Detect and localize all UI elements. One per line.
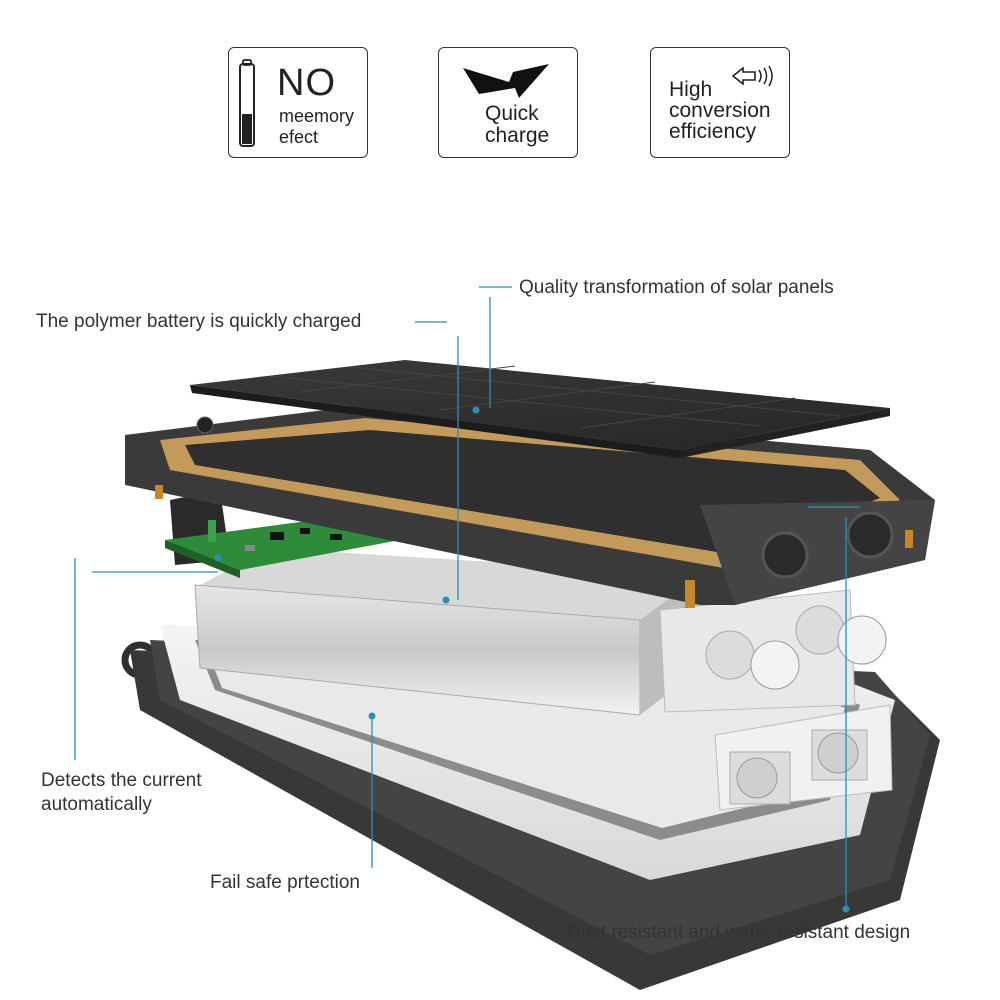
battery-icon: [239, 59, 255, 147]
feature-line: efficiency: [669, 120, 757, 143]
callout-fail-safe: Fail safe prtection: [210, 872, 360, 893]
callout-dust-water-resistant: Dust resistant and water resistant desig…: [567, 922, 911, 943]
port-plugs: [659, 589, 887, 713]
circuit-board: [165, 490, 400, 578]
feature-line: conversion: [669, 99, 771, 122]
callout-line: automatically: [41, 794, 152, 815]
callout-solar-panels: Quality transformation of solar panels: [519, 277, 834, 298]
feature-quick-charge: Quick charge: [438, 47, 578, 158]
feature-line: charge: [485, 124, 550, 147]
feature-high-efficiency: High conversion efficiency: [650, 47, 790, 158]
solar-panel: [190, 360, 890, 458]
lightning-icon: [463, 64, 549, 98]
feature-line: meemory: [279, 106, 355, 126]
feature-title: NO: [277, 62, 336, 104]
middle-frame: [125, 405, 935, 608]
callout-line: Detects the current: [41, 770, 202, 791]
feature-line: High: [669, 78, 713, 101]
speaker-arrow-icon: [731, 65, 773, 87]
callout-detects-current: Detects the current automatically: [41, 769, 202, 817]
bottom-case: [121, 625, 940, 990]
feature-line: efect: [279, 127, 319, 147]
callout-polymer-battery: The polymer battery is quickly charged: [36, 311, 362, 332]
feature-no-memory-effect: NO meemory efect: [228, 47, 368, 158]
feature-line: Quick: [485, 102, 539, 125]
